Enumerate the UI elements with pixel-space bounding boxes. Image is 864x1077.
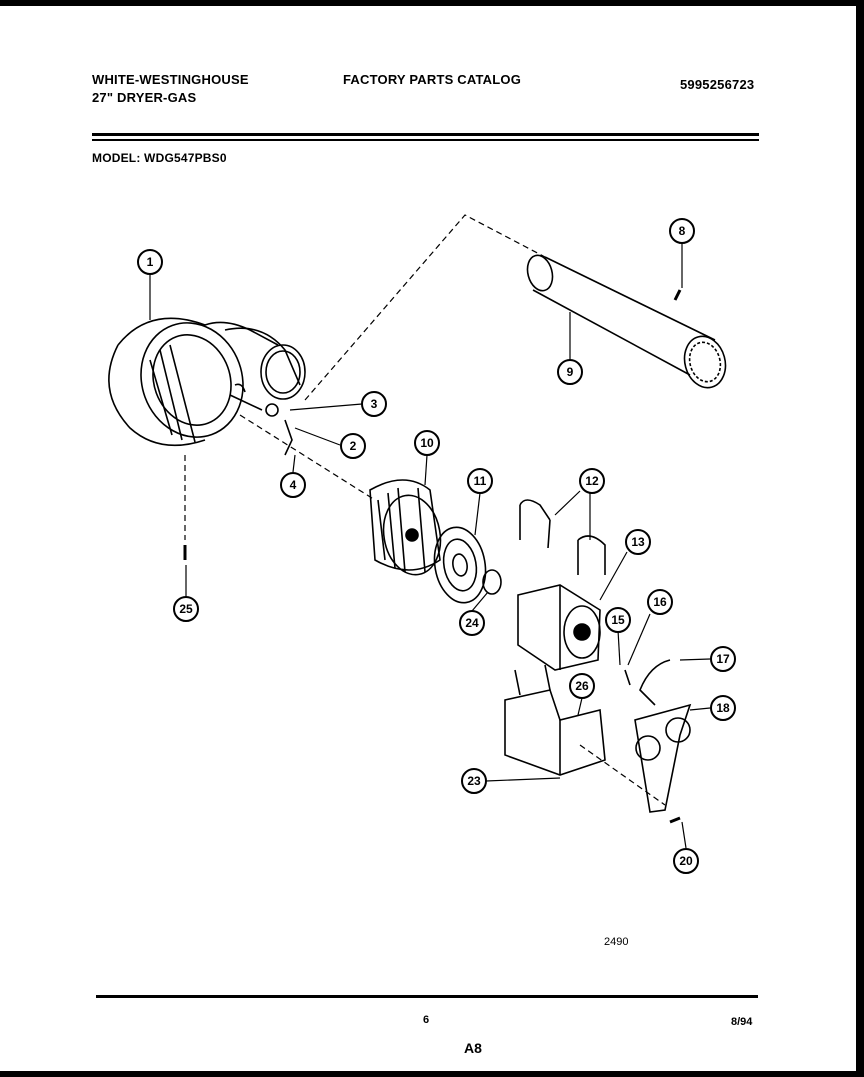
callout-16: 16 bbox=[647, 589, 673, 615]
idler-arm-drawing bbox=[639, 659, 671, 706]
callout-24: 24 bbox=[459, 610, 485, 636]
callout-number: 11 bbox=[474, 474, 487, 488]
callout-number: 8 bbox=[679, 224, 686, 238]
callout-3: 3 bbox=[361, 391, 387, 417]
callout-leaders bbox=[149, 243, 711, 849]
callout-number: 25 bbox=[179, 602, 193, 616]
catalog-title: FACTORY PARTS CATALOG bbox=[343, 72, 522, 87]
callout-number: 10 bbox=[420, 436, 434, 450]
callout-number: 12 bbox=[585, 474, 599, 488]
callout-4: 4 bbox=[280, 472, 306, 498]
callout-number: 26 bbox=[575, 679, 589, 693]
callout-12: 12 bbox=[579, 468, 605, 494]
callout-number: 20 bbox=[679, 854, 693, 868]
callout-number: 3 bbox=[371, 397, 378, 411]
page-number: 6 bbox=[423, 1014, 430, 1026]
callout-9: 9 bbox=[557, 359, 583, 385]
bracket-2-drawing bbox=[284, 419, 293, 456]
blower-wheel-drawing bbox=[369, 479, 442, 576]
callout-number: 4 bbox=[290, 478, 297, 492]
callout-number: 13 bbox=[631, 535, 645, 549]
catalog-number: 5995256723 bbox=[680, 77, 755, 92]
callout-15: 15 bbox=[605, 607, 631, 633]
motor-drawing bbox=[517, 584, 601, 671]
callout-number: 17 bbox=[716, 652, 730, 666]
clamp-upper-drawing bbox=[519, 499, 551, 549]
section-code: A8 bbox=[464, 1040, 482, 1056]
callout-11: 11 bbox=[467, 468, 493, 494]
callout-10: 10 bbox=[414, 430, 440, 456]
assembly-lines bbox=[184, 214, 666, 806]
callout-25: 25 bbox=[173, 596, 199, 622]
clamp-lower-drawing bbox=[577, 535, 606, 575]
callout-17: 17 bbox=[710, 646, 736, 672]
header-rule-bottom bbox=[92, 139, 759, 141]
callout-number: 9 bbox=[567, 365, 574, 379]
callout-number: 16 bbox=[653, 595, 667, 609]
exhaust-duct-drawing bbox=[526, 254, 727, 389]
callout-number: 2 bbox=[350, 439, 357, 453]
figure-id: 2490 bbox=[604, 936, 629, 948]
bearing-drawing bbox=[482, 569, 502, 595]
screw-20-drawing bbox=[669, 816, 681, 824]
callout-20: 20 bbox=[673, 848, 699, 874]
spring-drawing bbox=[624, 669, 631, 686]
clip-3-drawing bbox=[265, 403, 279, 417]
callout-number: 1 bbox=[147, 255, 154, 269]
callout-1: 1 bbox=[137, 249, 163, 275]
motor-mount-drawing bbox=[504, 664, 606, 776]
callout-18: 18 bbox=[710, 695, 736, 721]
model-label: MODEL: WDG547PBS0 bbox=[92, 151, 227, 165]
callout-8: 8 bbox=[669, 218, 695, 244]
callout-13: 13 bbox=[625, 529, 651, 555]
callout-23: 23 bbox=[461, 768, 487, 794]
blower-housing-drawing bbox=[108, 317, 306, 447]
footer-rule bbox=[96, 995, 758, 998]
callout-number: 18 bbox=[716, 701, 730, 715]
callout-number: 23 bbox=[467, 774, 481, 788]
callout-number: 15 bbox=[611, 613, 625, 627]
callout-number: 24 bbox=[465, 616, 479, 630]
callout-2: 2 bbox=[340, 433, 366, 459]
callout-26: 26 bbox=[569, 673, 595, 699]
pulley-drawing bbox=[433, 526, 487, 604]
idler-assembly-drawing bbox=[634, 703, 692, 813]
header-rule-top bbox=[92, 133, 759, 136]
revision-date: 8/94 bbox=[731, 1016, 753, 1028]
product-name: 27" DRYER-GAS bbox=[92, 90, 197, 105]
brand-name: WHITE-WESTINGHOUSE bbox=[92, 72, 249, 87]
screw-8-drawing bbox=[673, 289, 682, 301]
